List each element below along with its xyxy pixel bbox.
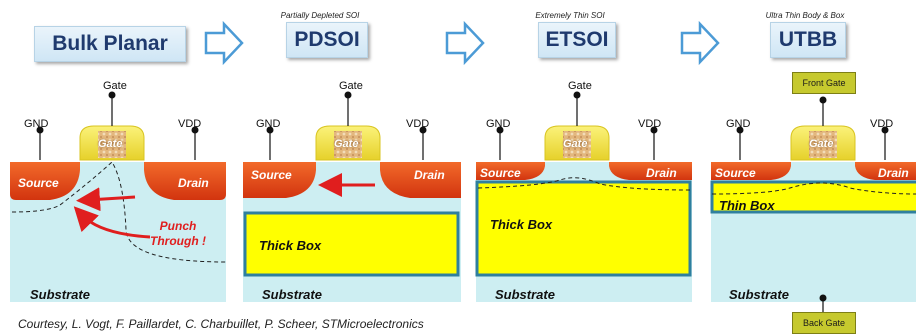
gate-core <box>98 131 126 158</box>
title-label: PDSOI <box>294 28 360 51</box>
drain-region <box>144 162 226 200</box>
gate-label: Gate <box>563 138 588 150</box>
gate-core <box>334 131 362 158</box>
source-label: Source <box>480 166 521 180</box>
drain-label: Drain <box>414 168 445 182</box>
gate-terminal-label: Gate <box>568 80 592 92</box>
box-label: Thick Box <box>490 217 553 232</box>
source-label: Source <box>715 166 756 180</box>
source-region <box>711 162 791 180</box>
gate-label: Gate <box>98 138 123 150</box>
title-pdsoi: PDSOI <box>286 22 368 58</box>
panel-etsoi <box>475 91 692 302</box>
drain-label: Drain <box>178 176 209 190</box>
panel-pdsoi <box>243 91 461 302</box>
box-label: Thin Box <box>719 198 775 213</box>
panel-bulk-planar <box>10 91 227 302</box>
source-region <box>10 162 80 200</box>
subtitle-etsoi: Extremely Thin SOI <box>535 11 605 20</box>
title-label: Bulk Planar <box>52 32 168 55</box>
punch-line-1: Punch <box>159 219 197 233</box>
panel-utbb <box>710 96 916 312</box>
gnd-label: GND <box>256 118 281 130</box>
source-label: Source <box>18 176 59 190</box>
courtesy-note: Courtesy, L. Vogt, F. Paillardet, C. Cha… <box>18 317 424 331</box>
drain-region <box>855 162 916 180</box>
gnd-label: GND <box>726 118 751 130</box>
substrate-label: Substrate <box>262 287 322 302</box>
front-gate-tag: Front Gate <box>792 72 856 94</box>
gate-terminal-label: Gate <box>103 80 127 92</box>
punch-arrow <box>73 206 151 239</box>
title-bulk-planar: Bulk Planar <box>34 26 186 62</box>
vdd-label: VDD <box>870 118 894 130</box>
punch-through-label: Punch Through ! <box>148 219 208 249</box>
back-gate-tag: Back Gate <box>792 312 856 334</box>
box-label: Thick Box <box>259 238 322 253</box>
depletion-boundary <box>477 177 691 191</box>
gate-terminal-label: Gate <box>339 80 363 92</box>
step-arrow-1 <box>204 20 244 66</box>
subtitle-utbb: Ultra Thin Body & Box <box>765 11 845 20</box>
drain-label: Drain <box>646 166 677 180</box>
vdd-label: VDD <box>406 118 430 130</box>
gate-label: Gate <box>809 138 834 150</box>
drain-region <box>609 162 692 180</box>
gate-core <box>809 131 837 158</box>
front-gate-label: Front Gate <box>802 78 846 88</box>
box-layer <box>710 180 916 214</box>
depletion-boundary <box>11 161 227 263</box>
step-arrow-3 <box>680 20 720 66</box>
subtitle-pdsoi: Partially Depleted SOI <box>280 11 360 20</box>
title-label: UTBB <box>778 28 838 51</box>
title-label: ETSOI <box>545 28 609 51</box>
drain-label: Drain <box>878 166 909 180</box>
title-utbb: UTBB <box>770 22 846 58</box>
back-gate-label: Back Gate <box>802 318 846 328</box>
step-arrow-2 <box>445 20 485 66</box>
leakage-arrow <box>76 187 136 212</box>
gnd-label: GND <box>486 118 511 130</box>
gnd-label: GND <box>24 118 49 130</box>
vdd-label: VDD <box>638 118 662 130</box>
title-etsoi: ETSOI <box>538 22 616 58</box>
drain-region <box>380 162 461 198</box>
gate-label: Gate <box>334 138 359 150</box>
source-region <box>476 162 545 180</box>
substrate-label: Substrate <box>729 287 789 302</box>
gate-core <box>563 131 591 158</box>
punch-line-2: Through ! <box>150 234 206 248</box>
source-region <box>243 162 316 198</box>
source-label: Source <box>251 168 292 182</box>
box-layer <box>475 180 692 277</box>
substrate-label: Substrate <box>495 287 555 302</box>
box-layer <box>243 211 460 277</box>
vdd-label: VDD <box>178 118 202 130</box>
substrate-label: Substrate <box>30 287 90 302</box>
